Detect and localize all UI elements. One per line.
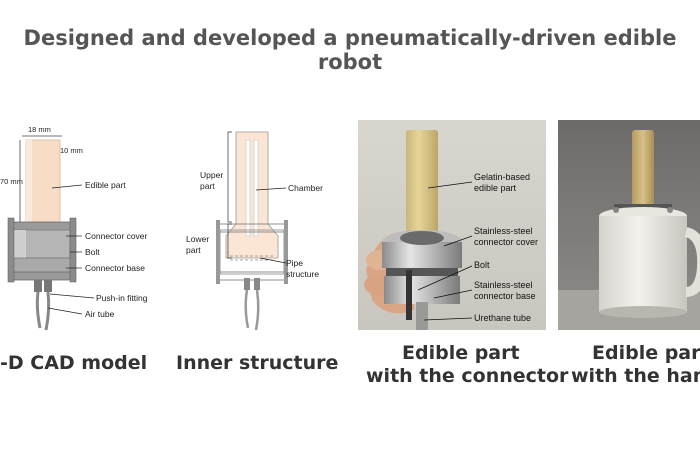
gelatin-part-hand bbox=[632, 130, 654, 212]
connector-photo: Gelatin-based edible part Stainless-stee… bbox=[358, 120, 546, 330]
chamber-slot-right bbox=[253, 139, 259, 237]
connector-photo-panel: Gelatin-based edible part Stainless-stee… bbox=[358, 120, 546, 330]
label-gelatin-2: edible part bbox=[474, 183, 517, 193]
label-urethane-tube: Urethane tube bbox=[474, 313, 531, 323]
label-base-1: Stainless-steel bbox=[474, 280, 533, 290]
bolt-shape bbox=[406, 270, 412, 320]
label-connector-base: Connector base bbox=[85, 263, 145, 273]
hand-photo bbox=[558, 120, 700, 330]
caption-inner-structure: Inner structure bbox=[176, 352, 339, 374]
chamber-slot-left bbox=[245, 139, 251, 237]
caption-cad-model: -D CAD model bbox=[0, 352, 148, 374]
steel-cover-shape bbox=[382, 242, 462, 268]
label-lower-part-2: part bbox=[186, 245, 201, 255]
hand-photo-panel bbox=[558, 120, 700, 330]
inner-structure-panel: Upper part Lower part Chamber Pipe struc… bbox=[182, 118, 342, 338]
page-title: Designed and developed a pneumatically-d… bbox=[23, 26, 677, 74]
thickness-dimension-label: 10 mm bbox=[60, 146, 83, 155]
label-bolt-photo: Bolt bbox=[474, 260, 490, 270]
connector-base-shape bbox=[11, 257, 73, 275]
label-lower-part-1: Lower bbox=[186, 234, 209, 244]
label-edible-part: Edible part bbox=[85, 180, 126, 190]
caption-connector-line2: with the connector bbox=[366, 365, 569, 387]
caption-hand-line2: with the hand bbox=[571, 365, 700, 387]
label-air-tube: Air tube bbox=[85, 309, 115, 319]
edible-body-outline bbox=[225, 131, 279, 259]
label-pipe-2: structure bbox=[286, 269, 319, 279]
bolt-left bbox=[7, 217, 15, 283]
cad-model-drawing: 18 mm 10 mm 70 mm Edible part Connector … bbox=[0, 125, 148, 331]
label-bolt: Bolt bbox=[85, 247, 100, 257]
label-cover-1: Stainless-steel bbox=[474, 226, 533, 236]
width-dimension-label: 18 mm bbox=[28, 125, 51, 134]
label-pipe-1: Pipe bbox=[286, 258, 303, 268]
upper-part-bracket bbox=[227, 131, 232, 223]
label-base-2: connector base bbox=[474, 291, 536, 301]
inner-structure-drawing: Upper part Lower part Chamber Pipe struc… bbox=[186, 131, 323, 331]
white-hand-body bbox=[599, 216, 687, 312]
urethane-tube-shape bbox=[416, 302, 428, 330]
caption-connector-line1: Edible part bbox=[402, 342, 520, 364]
label-upper-part-1: Upper bbox=[200, 170, 223, 180]
caption-hand-line1: Edible part bbox=[592, 342, 700, 364]
label-cover-2: connector cover bbox=[474, 237, 538, 247]
height-dimension-label: 70 mm bbox=[0, 177, 23, 186]
gelatin-part-shape bbox=[406, 130, 438, 242]
label-push-in-fitting: Push-in fitting bbox=[96, 293, 148, 303]
label-gelatin-1: Gelatin-based bbox=[474, 172, 530, 182]
bolt-right bbox=[69, 217, 77, 283]
label-chamber: Chamber bbox=[288, 183, 323, 193]
air-tube-shape bbox=[35, 291, 42, 329]
cad-model-panel: 18 mm 10 mm 70 mm Edible part Connector … bbox=[0, 118, 170, 338]
label-connector-cover: Connector cover bbox=[85, 231, 148, 241]
hand-handle bbox=[684, 227, 700, 297]
label-upper-part-2: part bbox=[200, 181, 215, 191]
steel-base-shape bbox=[384, 276, 460, 304]
lower-part-bracket bbox=[227, 223, 232, 259]
